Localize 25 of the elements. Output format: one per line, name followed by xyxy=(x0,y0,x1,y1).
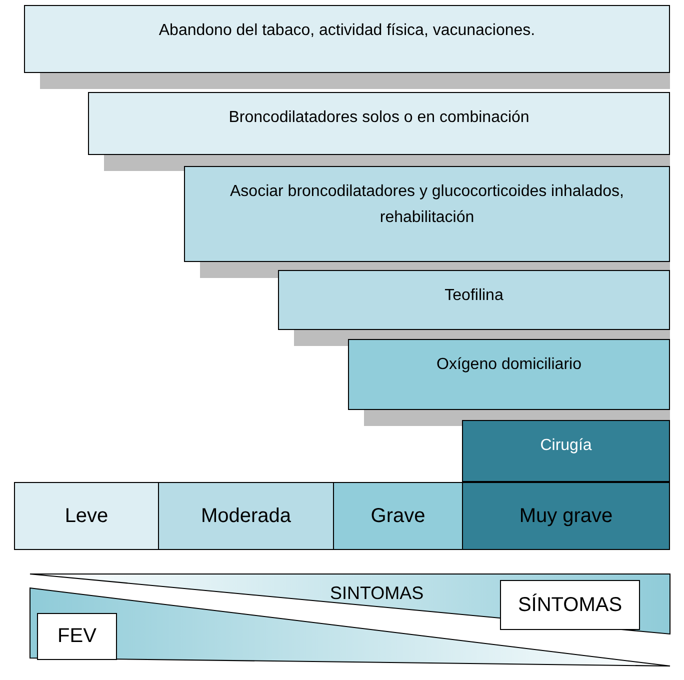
treatment-bar xyxy=(278,270,670,330)
treatment-bar xyxy=(184,166,670,262)
box-label: Muy grave xyxy=(518,504,614,528)
treatment-bar xyxy=(24,5,670,73)
severity-cell xyxy=(333,482,463,550)
box-label: SÍNTOMAS xyxy=(516,594,624,616)
box-label: Grave xyxy=(370,504,426,528)
severity-cell xyxy=(14,482,159,550)
box-label: FEV xyxy=(56,625,98,648)
treatment-bar xyxy=(348,339,670,410)
severity-cell xyxy=(158,482,334,550)
treatment-bar xyxy=(462,420,670,482)
severity-cell xyxy=(462,482,670,550)
box-label: Cirugía xyxy=(539,436,593,456)
box-label: Asociar broncodilatadores y glucocorticoides inhalados, rehabilitación xyxy=(229,182,625,228)
box-label: Broncodilatadores solos o en combinación xyxy=(228,108,530,128)
treatment-bar xyxy=(88,92,670,155)
label-box xyxy=(500,580,640,630)
box-label: Moderada xyxy=(200,504,292,528)
box-label: Oxígeno domiciliario xyxy=(436,355,582,375)
label-box xyxy=(37,613,117,660)
wedge-label: SINTOMAS xyxy=(330,583,424,604)
box-label: Abandono del tabaco, actividad física, vacunaciones. xyxy=(158,21,536,41)
box-label: Leve xyxy=(64,504,110,528)
box-label: Teofilina xyxy=(444,286,504,306)
